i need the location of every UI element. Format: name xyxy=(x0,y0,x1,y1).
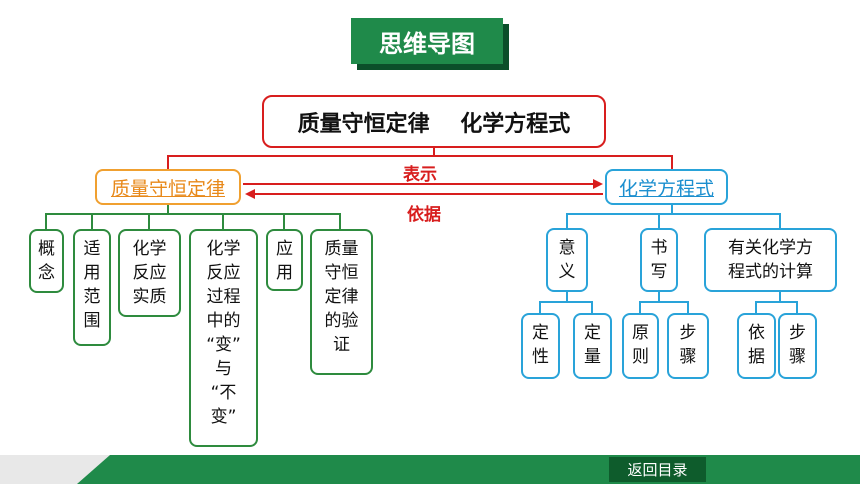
left-node-scope: 适 用 范 围 xyxy=(73,229,111,346)
right-sub-basis: 依 据 xyxy=(737,313,776,379)
left-node-essence: 化学 反应 实质 xyxy=(118,229,181,317)
footer-band xyxy=(0,455,860,484)
left-node-verification: 质量 守恒 定律 的验 证 xyxy=(310,229,373,375)
relation-top-label: 表示 xyxy=(403,165,437,185)
right-node-calculation: 有关化学方 程式的计算 xyxy=(704,228,837,292)
return-to-contents-button[interactable]: 返回目录 xyxy=(609,457,706,482)
right-node-meaning: 意 义 xyxy=(546,228,588,292)
root-node: 质量守恒定律 化学方程式 xyxy=(262,95,606,148)
relation-bottom-label: 依据 xyxy=(407,205,441,225)
right-sub-qualitative: 定 性 xyxy=(521,313,560,379)
right-sub-calc-steps: 步 骤 xyxy=(778,313,817,379)
branch-left-node[interactable]: 质量守恒定律 xyxy=(95,169,241,205)
left-node-change: 化学 反应 过程 中的 “变” 与 “不 变” xyxy=(189,229,258,447)
page-title: 思维导图 xyxy=(351,18,503,64)
left-node-application: 应 用 xyxy=(266,229,303,291)
right-sub-writing-steps: 步 骤 xyxy=(667,313,709,379)
right-node-writing: 书 写 xyxy=(640,228,678,292)
left-node-concept: 概 念 xyxy=(29,229,64,293)
right-sub-quantitative: 定 量 xyxy=(573,313,612,379)
branch-right-node[interactable]: 化学方程式 xyxy=(605,169,728,205)
right-sub-principle: 原 则 xyxy=(622,313,659,379)
